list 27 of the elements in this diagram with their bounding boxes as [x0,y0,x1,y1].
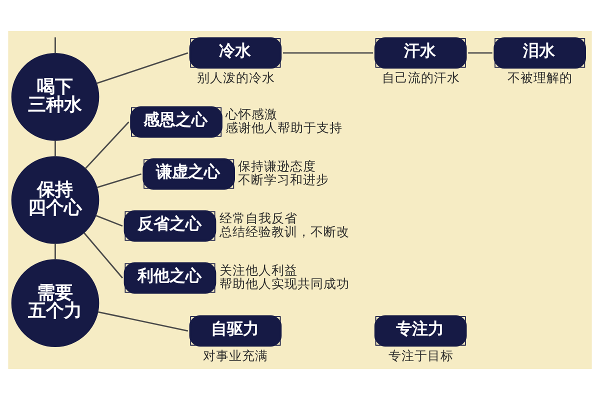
connector [282,52,374,54]
connector [54,140,56,156]
node-label: 总结经验教训，不断改 [219,224,350,240]
connector [84,122,130,169]
node-label: 别人泼的冷水 [196,70,275,85]
node-circle: 喝下三种水 [11,52,100,141]
node-label: 感谢他人帮助于支持 [226,120,343,136]
node-label: 专注于目标 [388,348,454,363]
connector [96,173,142,188]
connector [54,244,56,260]
node-label: 自己流的汗水 [382,70,460,85]
connector [84,232,124,278]
node-label: 帮助他人实现共同成功 [219,276,350,292]
node-label: 不断学习和进步 [238,172,330,188]
connector [54,37,56,54]
node-label: 经常自我反省 [219,210,298,226]
node-label: 心怀感激 [226,106,278,122]
node-circle: 需要五个力 [11,259,100,348]
node-label: 对事业充满 [203,348,268,363]
node-label: 关注他人利益 [219,262,298,278]
node-label: 保持谦逊态度 [238,158,316,174]
node-circle: 保持四个心 [11,156,100,244]
connector [96,52,188,84]
connector [468,52,492,54]
connector [98,311,188,332]
node-label: 不被理解的 [508,70,573,85]
connector [96,214,123,227]
